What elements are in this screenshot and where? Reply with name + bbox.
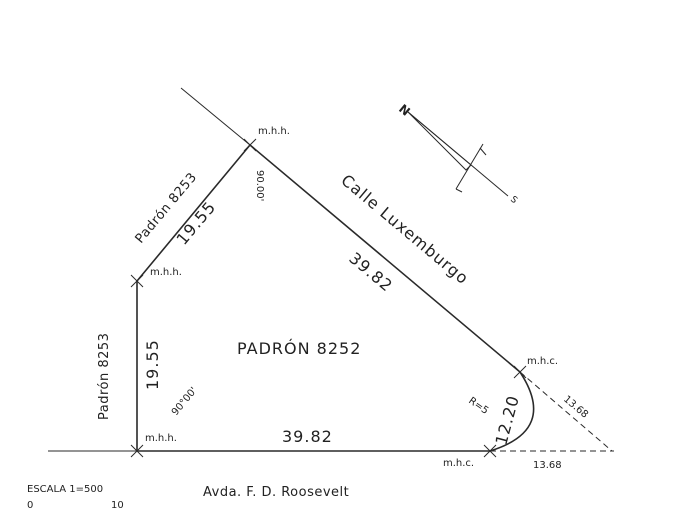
angle-label-top: 90.00': [254, 170, 265, 201]
marker-label-right-lower: m.h.c.: [443, 458, 474, 469]
marker-label-top: m.h.h.: [258, 126, 290, 137]
vertex-marker-right-upper: [513, 365, 527, 379]
dim-left-side: 19.55: [143, 339, 162, 390]
dim-bottom-side: 39.82: [282, 427, 333, 446]
dim-diagonal-side: 39.82: [345, 249, 396, 296]
marker-label-right-upper: m.h.c.: [527, 356, 558, 367]
lot-boundary: [136, 143, 535, 452]
vertex-marker-bottom-left: [130, 444, 144, 458]
lot-name: PADRÓN 8252: [237, 339, 361, 358]
scale-label: ESCALA 1=500: [27, 484, 103, 495]
neighbor-label-left: Padrón 8253: [97, 333, 112, 420]
dim-arc-chord: 12.20: [492, 393, 524, 447]
north-arrow: N S: [396, 102, 519, 207]
vertex-marker-left: [130, 274, 144, 288]
street-extension-line: [180, 87, 251, 146]
south-label: S: [508, 195, 519, 207]
marker-label-bottom-left: m.h.h.: [145, 433, 177, 444]
dim-tangent-bottom: 13.68: [533, 460, 562, 471]
street-label-bottom: Avda. F. D. Roosevelt: [203, 485, 349, 500]
marker-label-mid-left: m.h.h.: [150, 267, 182, 278]
angle-label-bottom: 90°00': [170, 385, 200, 418]
dim-top-left-side: 19.55: [173, 197, 220, 248]
scale-min: 0: [27, 500, 33, 511]
dim-tangent-diagonal: 13.68: [561, 394, 590, 421]
vertex-marker-top: [243, 138, 257, 152]
vertex-marker-right-lower: [483, 444, 497, 458]
dim-radius: R=5: [466, 395, 490, 416]
north-label: N: [396, 102, 413, 119]
tangent-line-diagonal: [519, 371, 613, 452]
scale-max: 10: [111, 500, 124, 511]
